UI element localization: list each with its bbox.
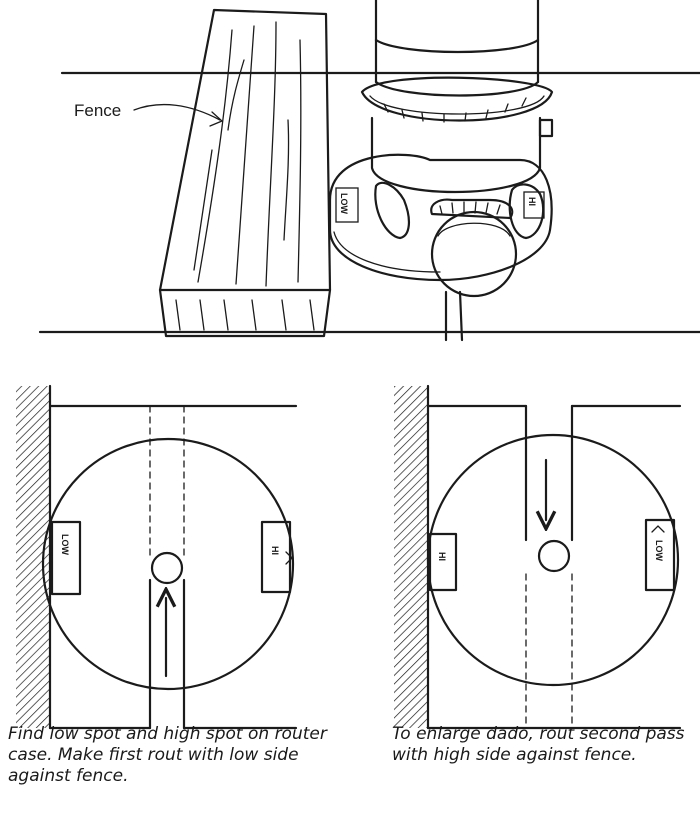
left-router-base	[41, 437, 295, 691]
right-bit	[537, 539, 571, 573]
left-hi-label: HI	[270, 546, 280, 555]
left-hi-box	[260, 520, 292, 594]
right-router-base	[426, 433, 680, 687]
base-low-label: LOW	[339, 193, 349, 214]
base-hi-label: HI	[527, 197, 537, 206]
right-hi-box	[428, 532, 458, 592]
fence-leader	[133, 103, 221, 121]
router-knob-icon	[430, 198, 518, 298]
right-low-label: LOW	[654, 540, 664, 561]
right-low-arrow-icon	[651, 525, 665, 533]
right-caption: To enlarge dado, rout second pass with h…	[392, 724, 685, 765]
left-hi-arrow-icon	[285, 551, 293, 565]
left-low-label: LOW	[60, 534, 70, 555]
right-hi-label: HI	[437, 552, 447, 561]
right-diagram: HI LOW	[394, 384, 682, 730]
left-bit	[150, 551, 184, 585]
router-cord	[444, 290, 464, 342]
router: LOW HI	[328, 0, 554, 342]
fence-label: Fence	[74, 101, 121, 120]
left-fence-hatch	[16, 386, 50, 728]
left-caption: Find low spot and high spot on router ca…	[8, 724, 327, 786]
left-low-box	[50, 520, 82, 596]
right-fence-hatch	[394, 386, 428, 728]
right-low-box	[644, 518, 676, 592]
fence-leader-arrow-icon	[209, 111, 224, 127]
fence-board	[158, 8, 332, 338]
top-illustration: Fence LOW HI	[38, 0, 700, 342]
left-diagram: LOW HI	[16, 384, 298, 730]
